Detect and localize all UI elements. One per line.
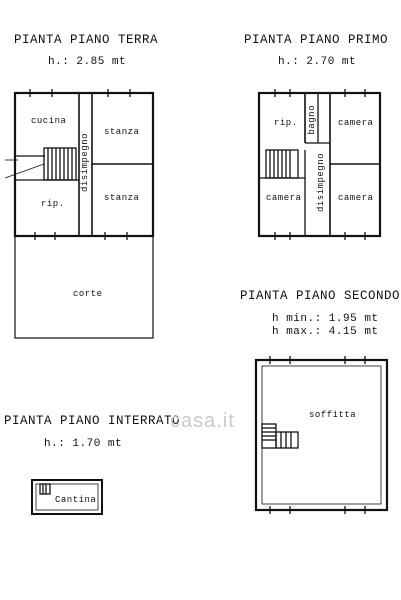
- ground-floor-title: PIANTA PIANO TERRA: [14, 33, 159, 47]
- first-floor-height: h.: 2.70 mt: [278, 56, 357, 68]
- room-label-storage: rip.: [41, 199, 65, 209]
- room-label-bedroom-bottom-right: camera: [338, 193, 374, 203]
- basement-height: h.: 1.70 mt: [44, 438, 123, 450]
- room-label-attic: soffitta: [309, 410, 357, 420]
- room-label-stanza-bottom: stanza: [104, 193, 140, 203]
- first-floor-plan: [257, 89, 382, 240]
- first-floor-title: PIANTA PIANO PRIMO: [244, 33, 389, 47]
- room-label-stanza-top: stanza: [104, 127, 140, 137]
- room-label-hall-first: disimpegno: [316, 153, 326, 213]
- basement-title: PIANTA PIANO INTERRATO: [4, 414, 181, 428]
- second-floor-hmax: h max.: 4.15 mt: [272, 326, 379, 338]
- room-label-hall: disimpegno: [80, 133, 90, 193]
- room-label-bath: bagno: [307, 105, 317, 135]
- basement-plan: [31, 479, 103, 515]
- watermark: casa.it: [170, 410, 235, 432]
- second-floor-plan: [254, 356, 389, 514]
- room-label-cellar: Cantina: [55, 495, 97, 505]
- ground-floor-plan: [4, 89, 155, 339]
- ground-floor-height: h.: 2.85 mt: [48, 56, 127, 68]
- room-label-bedroom-top-right: camera: [338, 118, 374, 128]
- room-label-bedroom-bottom-left: camera: [266, 193, 302, 203]
- second-floor-title: PIANTA PIANO SECONDO: [240, 289, 401, 303]
- room-label-storage-first: rip.: [274, 118, 298, 128]
- room-label-yard: corte: [73, 289, 103, 299]
- second-floor-hmin: h min.: 1.95 mt: [272, 313, 379, 325]
- room-label-kitchen: cucina: [31, 116, 67, 126]
